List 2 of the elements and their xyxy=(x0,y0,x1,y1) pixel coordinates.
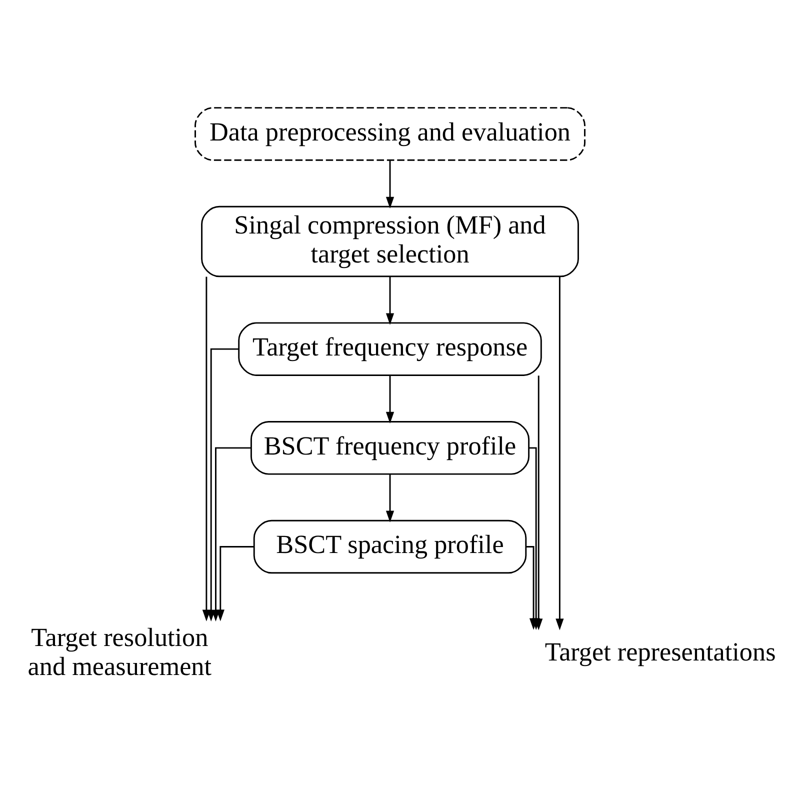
node-text: Target resolution and measurement xyxy=(28,622,212,681)
node-text: Target representations xyxy=(544,637,776,666)
